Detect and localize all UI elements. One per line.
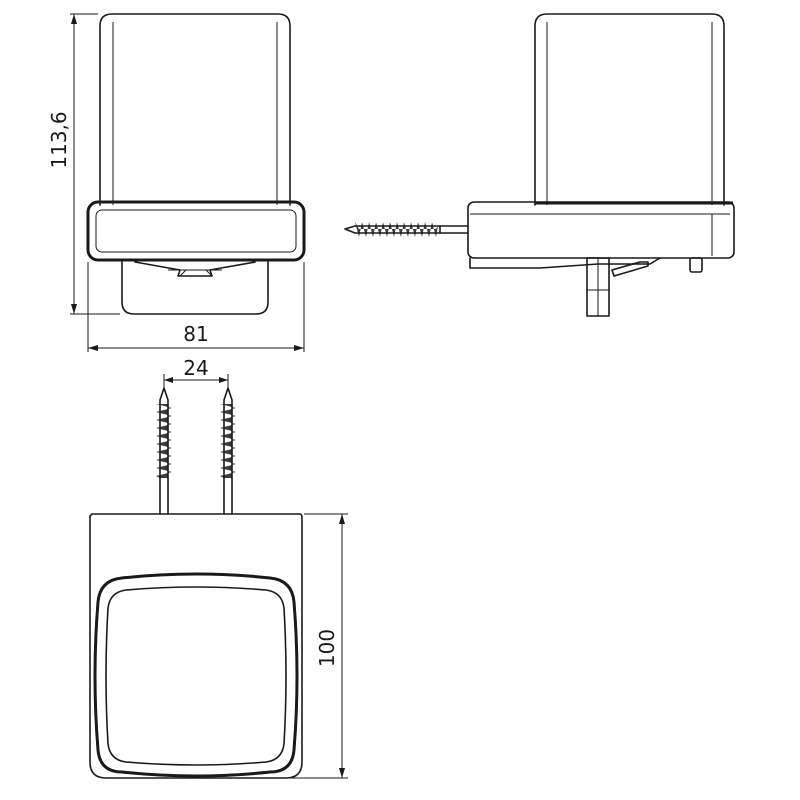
- top-glass-inner: [105, 586, 287, 766]
- side-glass-inner-edge: [546, 22, 713, 205]
- top-outer-plate: [89, 513, 303, 779]
- front-clip-detail: [168, 269, 222, 277]
- side-view: [344, 13, 735, 317]
- front-bottom-cup: [121, 261, 269, 315]
- side-wall-screw: [344, 222, 469, 237]
- front-view: [86, 13, 306, 315]
- front-glass: [99, 13, 291, 206]
- side-clip: [611, 261, 649, 277]
- front-glass-inner-edge: [112, 22, 278, 205]
- front-holder-inner: [95, 209, 297, 253]
- depth-dimension: 100: [288, 513, 348, 779]
- side-glass: [534, 13, 725, 206]
- height-dimension: 113,6: [47, 13, 120, 315]
- side-holder-arm: [467, 201, 735, 259]
- top-view: [89, 387, 303, 779]
- depth-dimension-label: 100: [315, 629, 339, 667]
- front-holder-body: [86, 200, 306, 262]
- hole-spacing-label: 24: [183, 356, 208, 380]
- top-screw-left: [156, 387, 172, 479]
- hole-spacing-dimension: 24: [163, 356, 229, 390]
- side-bottom-plate: [469, 257, 661, 269]
- front-clip: [134, 261, 256, 277]
- top-screw-right: [220, 387, 236, 479]
- width-dimension-label: 81: [183, 322, 208, 346]
- side-foot: [689, 257, 703, 273]
- height-dimension-label: 113,6: [47, 111, 71, 168]
- top-glass-rim: [93, 572, 299, 778]
- width-dimension: 81: [87, 262, 305, 352]
